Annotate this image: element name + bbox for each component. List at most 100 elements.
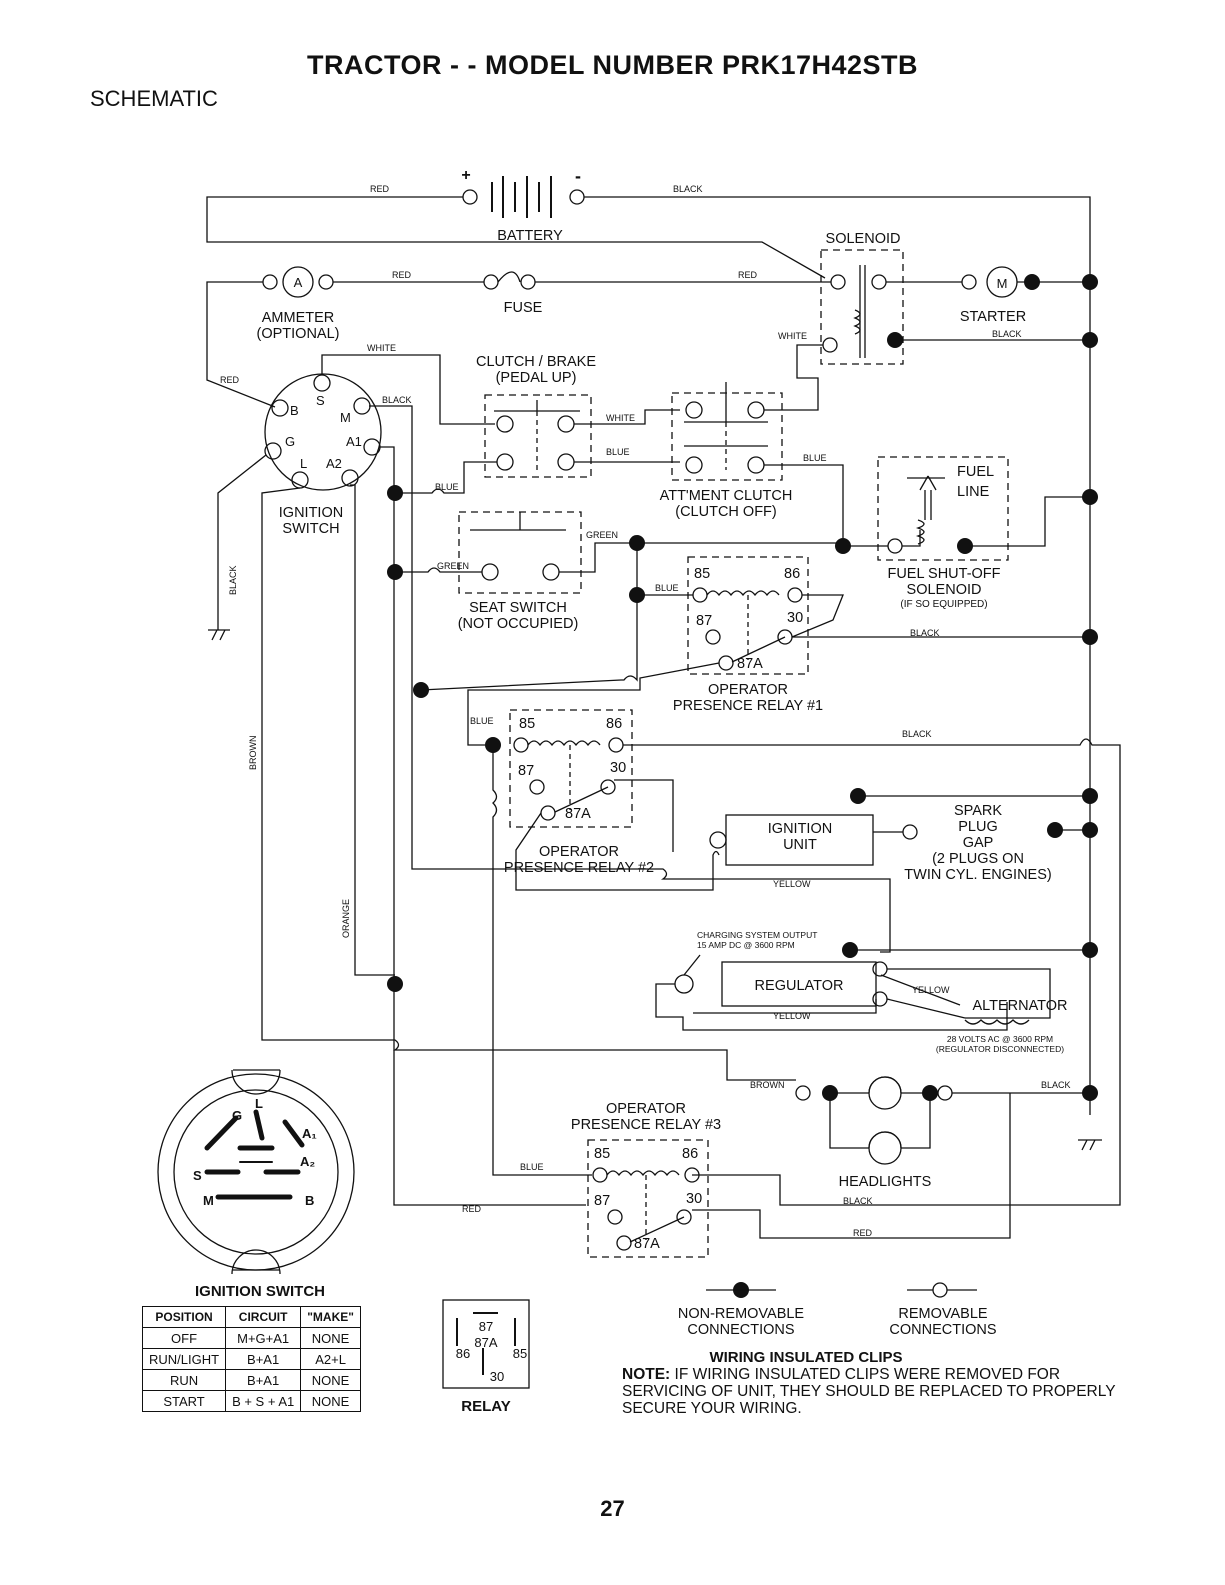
ignition-unit-label-1: IGNITION (768, 821, 832, 837)
relay3-pin-86: 86 (682, 1146, 698, 1162)
wire-yellow-3: YELLOW (773, 1011, 811, 1021)
table-header-row: POSITION CIRCUIT "MAKE" (141, 1306, 361, 1328)
relay2-pin-85: 85 (519, 716, 535, 732)
wire-red-3: RED (738, 270, 758, 280)
relay-legend-box (442, 1299, 530, 1389)
wire-blue-4: BLUE (655, 583, 679, 593)
relay2-pin-87: 87 (518, 763, 534, 779)
ignition-connector-view (157, 1069, 355, 1275)
starter-symbol-label: M (997, 276, 1008, 291)
table-cell: NONE (300, 1369, 361, 1391)
legend-removable-1: REMOVABLE (898, 1306, 988, 1322)
wire-orange-vertical: ORANGE (341, 899, 351, 938)
clutch-brake-switch-box (484, 394, 592, 478)
spark-label-5: TWIN CYL. ENGINES) (904, 867, 1051, 883)
relay1-label-1: OPERATOR (708, 682, 788, 698)
table-cell: B+A1 (225, 1348, 302, 1370)
terminal-a1: A1 (346, 434, 362, 449)
page-title: TRACTOR - - MODEL NUMBER PRK17H42STB (306, 50, 919, 80)
starter-label: STARTER (960, 309, 1026, 325)
attachment-clutch-label: ATT'MENT CLUTCH (660, 488, 793, 504)
note-label: NOTE: (622, 1366, 671, 1383)
relay3-pin-87a: 87A (634, 1236, 660, 1252)
alternator-note-2: (REGULATOR DISCONNECTED) (936, 1044, 1064, 1054)
spark-label-1: SPARK (954, 803, 1002, 819)
ammeter-label: AMMETER (262, 310, 335, 326)
relay-legend-87: 87 (479, 1319, 493, 1334)
relay2-pin-86: 86 (606, 716, 622, 732)
conn-b: B (305, 1193, 314, 1208)
wire-black-7: BLACK (843, 1196, 873, 1206)
fuel-shutoff-label-3: (IF SO EQUIPPED) (900, 599, 987, 610)
relay1-pin-30: 30 (787, 610, 803, 626)
relay1-pin-87: 87 (696, 613, 712, 629)
header-position: POSITION (141, 1306, 227, 1328)
note-text: IF WIRING INSULATED CLIPS WERE REMOVED F… (622, 1366, 1116, 1417)
wire-white-1: WHITE (778, 331, 807, 341)
wire-black-2: BLACK (992, 329, 1022, 339)
fuel-shutoff-label-2: SOLENOID (907, 582, 982, 598)
ammeter-symbol (282, 266, 314, 298)
wiring-note: NOTE: IF WIRING INSULATED CLIPS WERE REM… (622, 1366, 1142, 1417)
wire-white-3: WHITE (606, 413, 635, 423)
conn-s: S (193, 1168, 202, 1183)
table-cell: START (141, 1390, 227, 1412)
fuse-symbol (497, 271, 521, 283)
relay3-pin-30: 30 (686, 1191, 702, 1207)
presence-relay-3-box (587, 1139, 709, 1258)
seat-switch-sub: (NOT OCCUPIED) (458, 616, 579, 632)
table-cell: OFF (141, 1327, 227, 1349)
legend-non-removable-1: NON-REMOVABLE (678, 1306, 805, 1322)
wire-black-1: BLACK (673, 184, 703, 194)
attachment-clutch-switch-box (671, 392, 783, 481)
solder-dots (387, 274, 1098, 1298)
wire-blue-6: BLUE (520, 1162, 544, 1172)
table-cell: NONE (300, 1327, 361, 1349)
presence-relay-1-box (687, 556, 809, 675)
relay1-pin-85: 85 (694, 566, 710, 582)
table-cell: NONE (300, 1390, 361, 1412)
wire-red-6: RED (853, 1228, 873, 1238)
wire-brown-vertical: BROWN (248, 736, 258, 771)
note-heading: WIRING INSULATED CLIPS (709, 1349, 902, 1366)
regulator-label: REGULATOR (755, 978, 844, 994)
clutch-brake-label: CLUTCH / BRAKE (476, 354, 596, 370)
relay3-label-1: OPERATOR (606, 1101, 686, 1117)
spark-label-4: (2 PLUGS ON (932, 851, 1024, 867)
ignition-switch-symbol (264, 373, 382, 491)
wire-red-1: RED (370, 184, 390, 194)
seat-switch-label: SEAT SWITCH (469, 600, 567, 616)
charging-note-1: CHARGING SYSTEM OUTPUT (697, 930, 817, 940)
wire-black-5: BLACK (902, 729, 932, 739)
wire-black-3: BLACK (382, 395, 412, 405)
wire-red-2: RED (392, 270, 412, 280)
wire-green-2: GREEN (437, 561, 469, 571)
regulator-box (721, 961, 877, 1007)
wire-white-2: WHITE (367, 343, 396, 353)
wire-blue-1: BLUE (606, 447, 630, 457)
relay-legend-87a: 87A (474, 1335, 497, 1350)
relay2-label-1: OPERATOR (539, 844, 619, 860)
table-cell: RUN (141, 1369, 227, 1391)
wire-yellow-1: YELLOW (773, 879, 811, 889)
relay3-pin-87: 87 (594, 1193, 610, 1209)
header-circuit: CIRCUIT (225, 1306, 302, 1328)
relay1-pin-86: 86 (784, 566, 800, 582)
ignition-switch-table: POSITION CIRCUIT "MAKE" OFF M+G+A1 NONE … (141, 1306, 361, 1412)
relay3-pin-85: 85 (594, 1146, 610, 1162)
presence-relay-2-box (509, 709, 633, 828)
fuel-shutoff-box (877, 456, 1009, 561)
legend-removable-2: CONNECTIONS (889, 1322, 996, 1338)
clutch-brake-sub: (PEDAL UP) (496, 370, 577, 386)
terminal-g: G (285, 434, 295, 449)
alternator-label: ALTERNATOR (972, 998, 1067, 1014)
battery-label: BATTERY (497, 228, 563, 244)
relay2-label-2: PRESENCE RELAY #2 (504, 860, 654, 876)
battery-plus: + (461, 167, 470, 184)
wire-yellow-2: YELLOW (912, 985, 950, 995)
conn-a2: A₂ (300, 1154, 315, 1169)
relay1-pin-87a: 87A (737, 656, 763, 672)
relay-legend-85: 85 (513, 1346, 527, 1361)
table-cell: RUN/LIGHT (141, 1348, 227, 1370)
wire-brown-1: BROWN (750, 1080, 785, 1090)
